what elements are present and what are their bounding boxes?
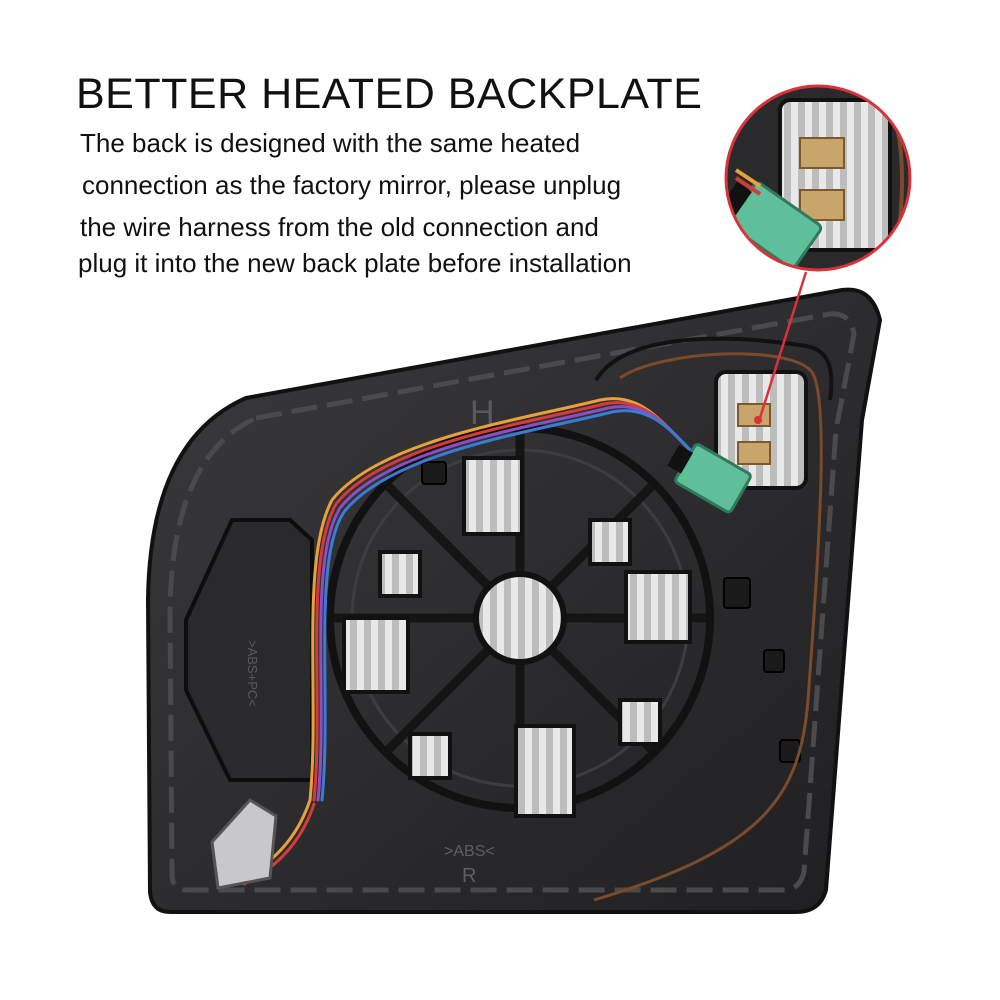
zoom-callout-border bbox=[724, 84, 912, 272]
description-line-2: connection as the factory mirror, please… bbox=[82, 170, 622, 200]
center-hole bbox=[473, 571, 567, 665]
zoom-callout bbox=[726, 86, 910, 270]
callout-target bbox=[754, 416, 762, 424]
adhesive-pads bbox=[342, 456, 692, 818]
backplate-rim bbox=[167, 311, 857, 893]
side-mark-text: >ABS+PC< bbox=[245, 640, 260, 707]
callout-leader-line bbox=[758, 271, 808, 419]
headline: BETTER HEATED BACKPLATE bbox=[76, 70, 703, 118]
metal-terminal-clip bbox=[210, 798, 278, 890]
description-line-1: The back is designed with the same heate… bbox=[80, 128, 581, 158]
heater-terminal-pad bbox=[714, 370, 808, 490]
description-line-4: plug it into the new back plate before i… bbox=[78, 248, 632, 278]
description-line-3: the wire harness from the old connection… bbox=[80, 212, 599, 242]
green-connector bbox=[667, 443, 752, 514]
brown-wire bbox=[593, 352, 823, 902]
bottom-mark-text: >ABS< bbox=[444, 843, 495, 860]
black-wire bbox=[594, 336, 834, 401]
embossed-letter-r: R bbox=[462, 865, 476, 887]
